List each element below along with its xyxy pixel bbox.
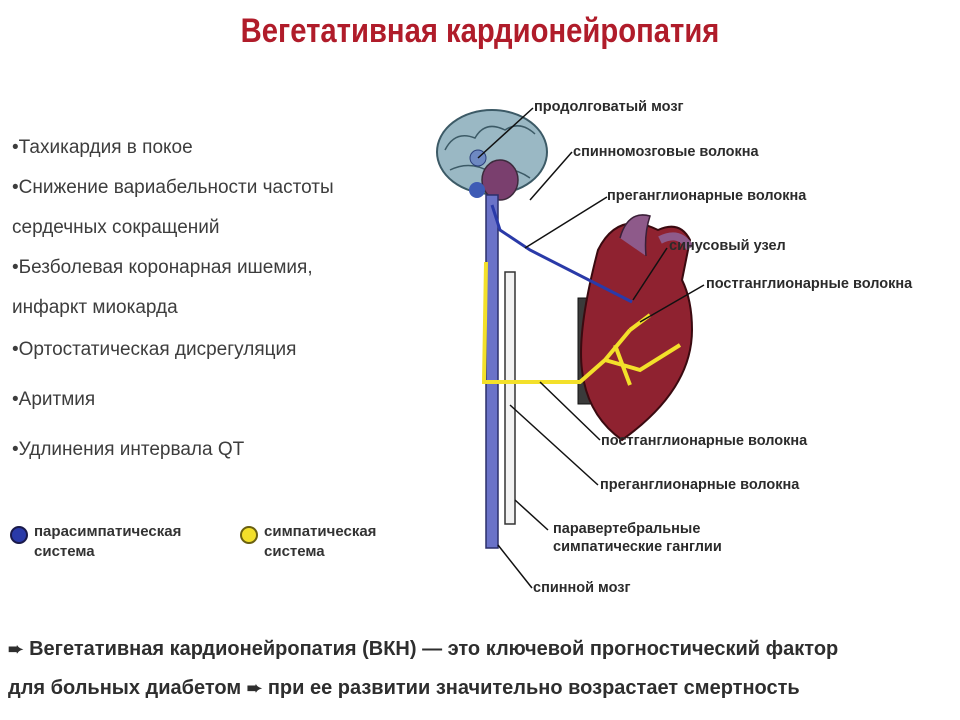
symptom-list: •Тахикардия в покое •Снижение вариабельн… [12,128,342,470]
arrow-right-icon: ➨ [8,639,24,659]
page-title: Вегетативная кардионейропатия [240,12,720,50]
label-spinal-fibers: спинномозговые волокна [573,144,759,160]
arrow-right-icon: ➨ [246,678,262,698]
footer-line-2: для больных диабетом ➨при ее развитии зн… [8,677,800,699]
sympathetic-dot-icon [240,526,258,544]
label-sinus-node: синусовый узел [669,238,786,254]
label-medulla: продолговатый мозг [534,99,684,115]
parasympathetic-dot-icon [10,526,28,544]
bullet-item: •Ортостатическая дисрегуляция [12,339,297,360]
label-paravertebral-1: паравертебральные [553,521,701,537]
heart-icon [580,214,694,442]
parasympathetic-nerve [490,204,633,304]
label-preganglionic-bottom: преганглионарные волокна [600,477,800,493]
label-spinal-cord: спинной мозг [533,580,631,596]
bullet-item: •Тахикардия в покое [12,137,193,158]
label-postganglionic-bottom: постганглионарные волокна [601,433,808,449]
label-paravertebral-2: симпатические ганглии [553,539,722,555]
sympathetic-nerve [481,261,682,386]
bullet-item: •Аритмия [12,389,96,410]
label-postganglionic-top: постганглионарные волокна [706,276,913,292]
brain-icon [436,109,548,201]
label-preganglionic-top: преганглионарные волокна [607,188,807,204]
bullet-item: •Безболевая коронарная ишемия,инфаркт ми… [12,257,313,318]
bullet-item: •Удлинения интервала QT [12,439,245,460]
spinal-cord [485,194,499,549]
ganglion-chain [504,271,516,525]
leader-lines [477,107,705,589]
footer-line-1: ➨Вегетативная кардионейропатия (ВКН) — э… [8,638,839,660]
